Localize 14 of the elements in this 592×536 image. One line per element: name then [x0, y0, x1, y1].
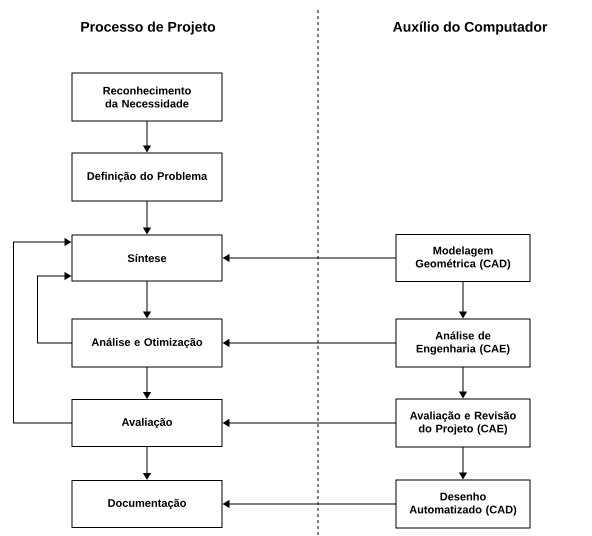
process-box: Avaliação	[72, 399, 222, 447]
column-heading: Auxílio do Computador	[392, 21, 548, 35]
arrow	[13, 238, 72, 424]
process-box: Avaliação e Revisão do Projeto (CAE)	[396, 398, 530, 448]
process-box: Documentação	[72, 480, 222, 528]
process-box: Definição do Problema	[72, 152, 222, 202]
arrow	[37, 272, 72, 344]
process-box: Síntese	[72, 234, 222, 282]
process-box: Análise e Otimização	[72, 318, 222, 368]
process-box: Desenho Automatizado (CAD)	[396, 480, 530, 528]
process-box: Análise de Engenharia (CAE)	[396, 318, 530, 368]
column-heading: Processo de Projeto	[81, 21, 216, 35]
process-box: Modelagem Geométrica (CAD)	[396, 234, 530, 282]
process-box: Reconhecimento da Necessidade	[72, 72, 222, 122]
